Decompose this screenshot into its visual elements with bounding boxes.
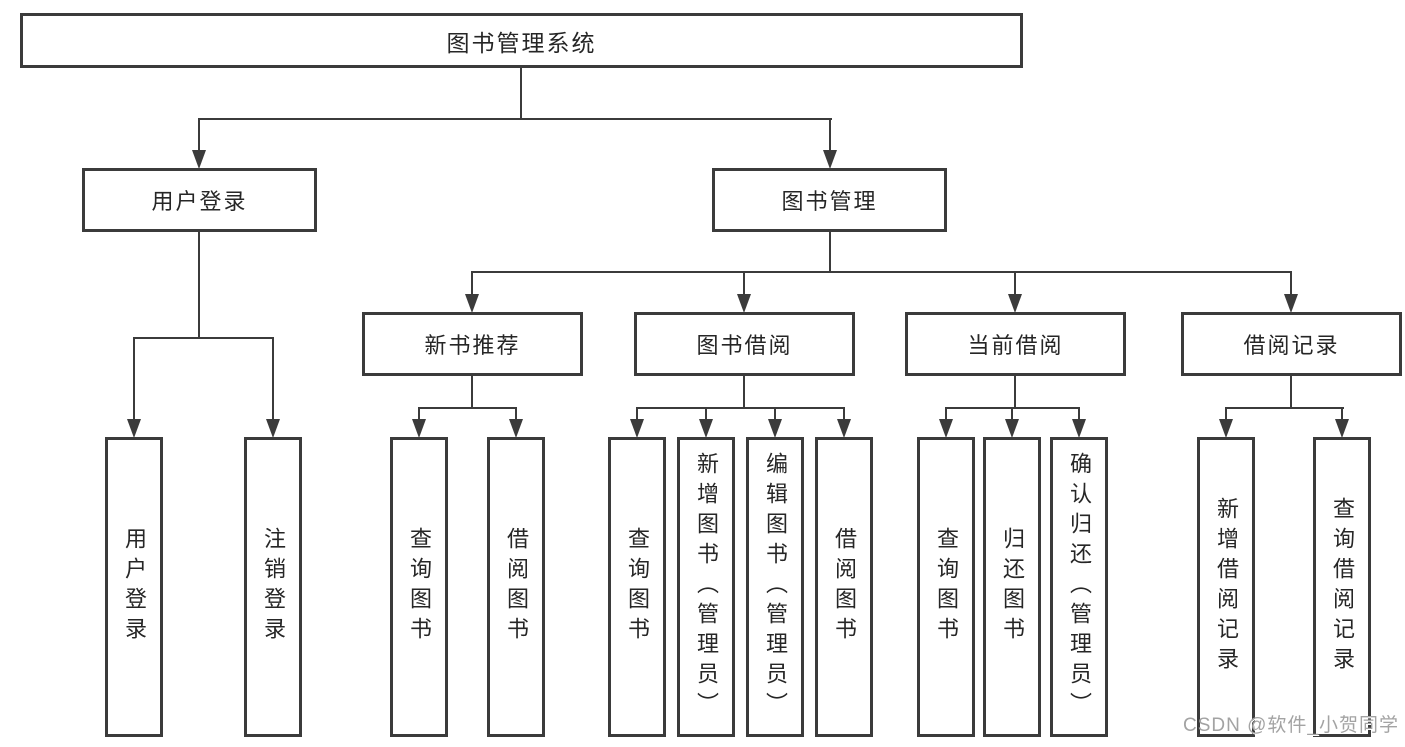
connector-line [199,118,832,120]
leaf-label: 用户登录 [122,527,147,647]
connector-line [1225,407,1227,423]
arrow-down-icon [768,419,782,438]
arrow-down-icon [1284,294,1298,313]
connector-line [1014,271,1016,297]
arrow-down-icon [509,419,523,438]
connector-line [472,271,1292,273]
node-new-book-recommend: 新书推荐 [362,312,583,376]
arrow-down-icon [837,419,851,438]
node-label: 图书借阅 [696,333,793,358]
node-label: 图书管理系统 [446,29,597,56]
connector-line [636,407,638,423]
node-book-management: 图书管理 [712,168,947,232]
node-book-borrowing: 图书借阅 [634,312,855,376]
connector-line [1226,407,1344,409]
leaf-label: 注销登录 [261,527,286,647]
connector-line [520,66,522,120]
arrow-down-icon [266,419,280,438]
connector-line [471,271,473,297]
connector-line [133,337,135,423]
leaf-label: 查询图书 [625,527,650,647]
connector-line [1078,407,1080,423]
leaf-bb-add-books-admin: 新增图书（管理员） [677,437,735,737]
arrow-down-icon [1005,419,1019,438]
connector-line [829,118,831,154]
arrow-down-icon [412,419,426,438]
leaf-label: 查询借阅记录 [1330,497,1355,677]
arrow-down-icon [465,294,479,313]
arrow-down-icon [192,150,206,169]
connector-line [272,337,274,423]
leaf-bb-edit-books-admin: 编辑图书（管理员） [746,437,804,737]
connector-line [946,407,1080,409]
leaf-br-add-record: 新增借阅记录 [1197,437,1255,737]
connector-line [945,407,947,423]
node-label: 新书推荐 [424,333,521,358]
connector-line [637,407,845,409]
connector-line [829,232,831,273]
watermark: CSDN @软件_小贺同学 [1183,715,1399,736]
node-label: 用户登录 [151,189,248,214]
connector-line [1011,407,1013,423]
leaf-logout-login: 注销登录 [244,437,302,737]
arrow-down-icon [1219,419,1233,438]
connector-line [1290,376,1292,409]
arrow-down-icon [699,419,713,438]
connector-line [418,407,420,423]
node-label: 图书管理 [781,189,878,214]
leaf-label: 查询图书 [407,527,432,647]
arrow-down-icon [127,419,141,438]
connector-line [515,407,517,423]
node-label: 借阅记录 [1243,333,1340,358]
leaf-user-login: 用户登录 [105,437,163,737]
leaf-br-query-record: 查询借阅记录 [1313,437,1371,737]
leaf-nb-query-books: 查询图书 [390,437,448,737]
connector-line [1341,407,1343,423]
leaf-label: 新增图书（管理员） [694,452,719,722]
node-root-library-management-system: 图书管理系统 [20,13,1023,68]
arrow-down-icon [823,150,837,169]
connector-line [471,376,473,409]
connector-line [134,337,274,339]
connector-line [743,271,745,297]
leaf-cb-return-books: 归还图书 [983,437,1041,737]
connector-line [1014,376,1016,409]
connector-line [843,407,845,423]
leaf-label: 确认归还（管理员） [1067,452,1092,722]
connector-line [743,376,745,409]
leaf-nb-borrow-books: 借阅图书 [487,437,545,737]
leaf-label: 归还图书 [1000,527,1025,647]
leaf-cb-query-books: 查询图书 [917,437,975,737]
node-user-login: 用户登录 [82,168,317,232]
leaf-label: 编辑图书（管理员） [763,452,788,722]
leaf-cb-confirm-return-admin: 确认归还（管理员） [1050,437,1108,737]
leaf-label: 查询图书 [934,527,959,647]
node-borrowing-records: 借阅记录 [1181,312,1402,376]
arrow-down-icon [737,294,751,313]
arrow-down-icon [1008,294,1022,313]
connector-line [419,407,517,409]
arrow-down-icon [630,419,644,438]
arrow-down-icon [1072,419,1086,438]
leaf-label: 借阅图书 [504,527,529,647]
arrow-down-icon [939,419,953,438]
node-label: 当前借阅 [967,333,1064,358]
connector-line [1290,271,1292,297]
leaf-bb-query-books: 查询图书 [608,437,666,737]
connector-line [198,232,200,339]
connector-line [774,407,776,423]
arrow-down-icon [1335,419,1349,438]
node-current-borrowing: 当前借阅 [905,312,1126,376]
leaf-label: 借阅图书 [832,527,857,647]
leaf-label: 新增借阅记录 [1214,497,1239,677]
connector-line [705,407,707,423]
connector-line [198,118,200,154]
leaf-bb-borrow-books: 借阅图书 [815,437,873,737]
